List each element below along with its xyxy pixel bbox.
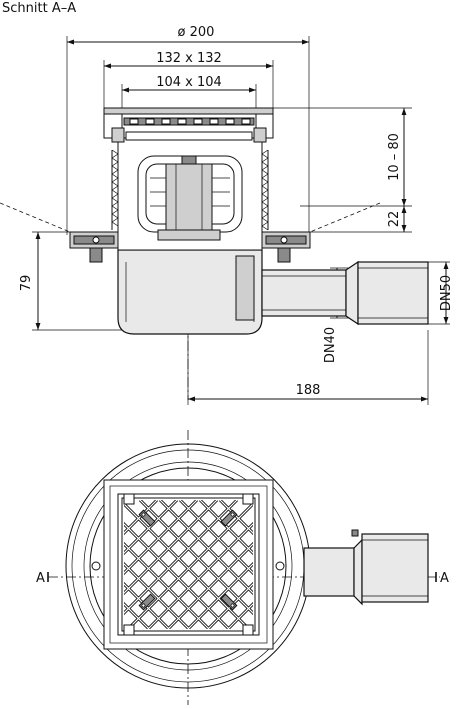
section-mark-right: A [440,571,449,586]
section-title: Schnitt A–A [2,1,76,16]
dim-body-height: 79 [19,231,125,331]
mount-hole-right [275,561,285,571]
centre-float [165,163,213,231]
dim-outlet-length-label: 188 [296,383,321,398]
dim-flange-height-label: 22 [387,211,402,228]
trap-body [117,249,263,335]
outlet-pipe-dn50 [357,261,429,325]
plan-corner-clips [123,493,254,636]
mount-hole-left [91,561,101,571]
grate-bars-section [123,117,255,126]
dim-grate-inner: 104 x 104 [121,75,257,108]
dim-grate-inner-label: 104 x 104 [156,75,222,90]
trap-inner-wall [235,255,255,321]
section-view: Schnitt A–A ø 200 132 x 132 104 x [0,1,454,405]
section-mark-left: A [36,571,45,586]
outlet-pipe-dn40 [261,269,347,317]
dim-adjust-range: 10 – 80 [270,107,412,233]
housing-ribs [111,149,269,231]
dim-outlet-dn50: DN50 [428,261,454,325]
dim-adjust-range-label: 10 – 80 [387,133,402,181]
plan-outlet-pipe-dn50 [361,533,429,603]
dim-flange-height: 22 [387,206,407,232]
dim-outlet-dn50-label: DN50 [439,275,454,311]
plan-grate-lattice [124,500,253,629]
plan-outlet-pipe-dn40 [303,547,355,597]
dim-body-height-label: 79 [19,275,34,292]
dim-grate-outer-label: 132 x 132 [156,51,222,66]
floor-lines [0,202,381,233]
dim-outlet-length: 188 [187,330,429,405]
dim-grate-outer: 132 x 132 [103,51,274,108]
dim-outlet-dn40-label: DN40 [323,327,338,363]
plan-grate-frame [103,479,274,650]
dim-diameter: ø 200 [66,25,310,235]
outlet-transition [345,260,359,326]
plan-view: A A [36,430,449,705]
dim-diameter-label: ø 200 [178,25,215,40]
